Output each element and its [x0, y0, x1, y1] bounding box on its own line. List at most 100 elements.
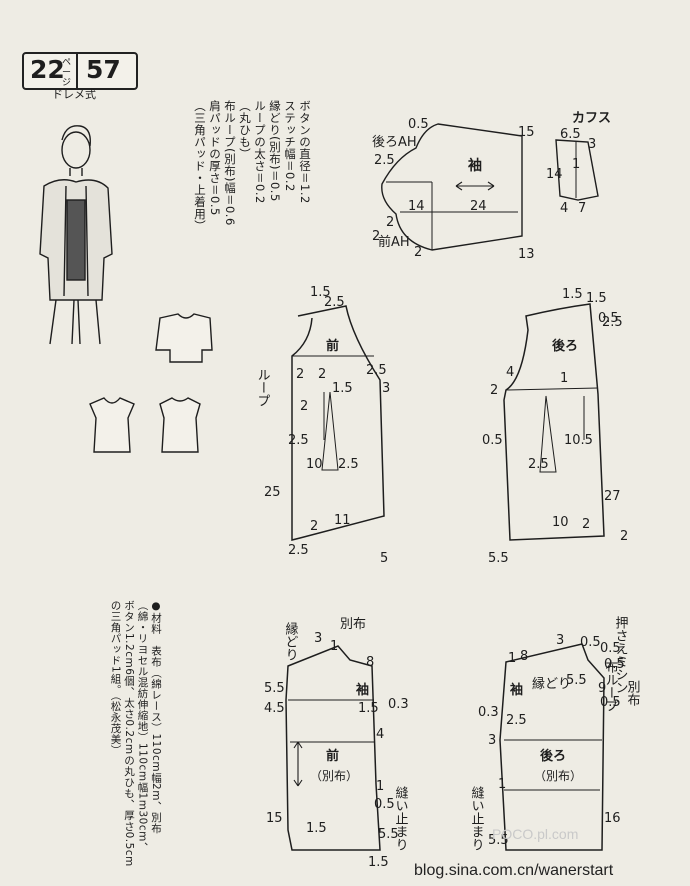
extra-fabric-label: 別布 [340, 617, 366, 632]
dimension-label: 1.5 [358, 701, 379, 716]
materials-list: ●材料 表布（綿レース）110cm幅2m、別布 （綿・リヨセル混紡伸縮地）110… [109, 600, 163, 867]
model-hair [61, 125, 91, 147]
dimension-label: 0.5 [374, 797, 395, 812]
dimension-label: 0.5 [580, 635, 601, 650]
badge-divider [76, 52, 78, 88]
dimension-label: 4.5 [264, 701, 285, 716]
sleeve-title: 袖 [468, 157, 482, 174]
dimension-label: 3 [588, 137, 596, 152]
dimension-label: 3 [314, 631, 322, 646]
dimension-label: 1.5 [368, 855, 389, 870]
cuff-title: カフス [572, 111, 611, 126]
dimension-label: 2 [372, 229, 380, 244]
dimension-label: 3 [382, 381, 390, 396]
front-bodice-pattern [291, 305, 385, 541]
dimension-label: 2.5 [366, 363, 387, 378]
dimension-label: 1 [498, 777, 506, 792]
back-binding-label: 縁どり [532, 676, 571, 692]
back-label: 後ろ [552, 338, 578, 354]
model-jacket-front [63, 185, 89, 297]
dimension-label: 4 [376, 727, 384, 742]
front-lining-pattern [285, 645, 381, 851]
dimension-label: 2 [310, 519, 318, 534]
dimension-label: 2 [386, 215, 394, 230]
tank-back-sketch [159, 397, 201, 453]
dimension-label: 2.5 [602, 315, 623, 330]
dimension-label: 2 [620, 529, 628, 544]
dimension-label: 27 [604, 489, 621, 504]
dimension-label: 8 [520, 649, 528, 664]
dimension-label: 1.5 [586, 291, 607, 306]
drafting-style-label: ドレメ式 [52, 88, 96, 101]
overlay-watermark: POCO.pl.com [492, 826, 579, 842]
back-seam-stop-label: 縫い止まり [469, 786, 485, 851]
dimension-label: 15 [266, 811, 283, 826]
front-armhole-label: 前AH [378, 234, 410, 250]
dimension-label: 5.5 [488, 833, 509, 848]
back-lining-label: 後ろ [540, 748, 566, 764]
model-illustration [39, 125, 213, 453]
construction-notes: ボタンの直径＝1.2 ステッチ幅＝0.2 縁どり(別布)＝0.5 ループの太さ＝… [193, 100, 312, 232]
fabric-loop-label: 布ループ [603, 660, 619, 712]
dimension-label: 3 [556, 633, 564, 648]
page-reference-badge: 22 ページ 57 [22, 52, 138, 90]
dimension-label: 2.5 [324, 295, 345, 310]
dimension-label: 0.5 [600, 641, 621, 656]
dimension-label: 2 [582, 517, 590, 532]
dimension-label: 0.3 [388, 697, 409, 712]
dimension-label: 0.5 [604, 657, 625, 672]
dimension-label: 2.5 [374, 153, 395, 168]
front-lining-sleeve: 袖 [356, 682, 369, 698]
dimension-label: 10 [552, 515, 569, 530]
dimension-label: 5 [380, 551, 388, 566]
model-neck [69, 168, 83, 176]
dimension-label: 25 [264, 485, 281, 500]
dimension-label: 16 [604, 811, 621, 826]
back-armhole-label: 後ろAH [372, 135, 417, 150]
dimension-label: 2.5 [288, 433, 309, 448]
dimension-label: 0.5 [482, 433, 503, 448]
dimension-label: 1 [560, 371, 568, 386]
dimension-label: 2 [414, 245, 422, 260]
dimension-label: 2 [296, 367, 304, 382]
blog-watermark: blog.sina.com.cn/wanerstart [414, 862, 614, 879]
dimension-label: 7 [578, 201, 586, 216]
dimension-label: 1.5 [310, 285, 331, 300]
dimension-label: 1.5 [562, 287, 583, 302]
dimension-label: 2.5 [506, 713, 527, 728]
dimension-label: 1 [508, 651, 516, 666]
dimension-label: 1 [330, 639, 338, 654]
front-lining-label: 前 [326, 748, 339, 764]
sleeve-pattern [381, 123, 523, 251]
dimension-label: 9 [598, 681, 606, 696]
dimension-label: 4 [560, 201, 568, 216]
dimension-label: 13 [518, 247, 535, 262]
dimension-label: 0.5 [408, 117, 429, 132]
loop-label: ループ [255, 368, 270, 407]
page-number: 22 [30, 55, 65, 84]
tank-front-sketch [89, 397, 135, 453]
dimension-label: 0.5 [598, 311, 619, 326]
pattern-number: 57 [86, 55, 121, 84]
model-inner-top [66, 199, 86, 281]
dimension-label: 4 [506, 365, 514, 380]
dimension-label: 5.5 [566, 673, 587, 688]
back-lining-sub: （別布） [534, 769, 582, 783]
dimension-label: 2 [318, 367, 326, 382]
dimension-label: 15 [518, 125, 535, 140]
dimension-label: 14 [408, 199, 425, 214]
dimension-label: 3 [488, 733, 496, 748]
dimension-label: 1 [376, 779, 384, 794]
dimension-label: 1 [572, 157, 580, 172]
dimension-label: 2.5 [338, 457, 359, 472]
dimension-label: 8 [366, 655, 374, 670]
dimension-label: 5.5 [488, 551, 509, 566]
back-extra-fabric-label: 別布 [625, 680, 641, 707]
dimension-label: 2.5 [528, 457, 549, 472]
dimension-label: 6.5 [560, 127, 581, 142]
front-lining-sub: （別布） [310, 769, 358, 783]
cuff-pattern [555, 139, 599, 201]
front-label: 前 [326, 338, 339, 354]
